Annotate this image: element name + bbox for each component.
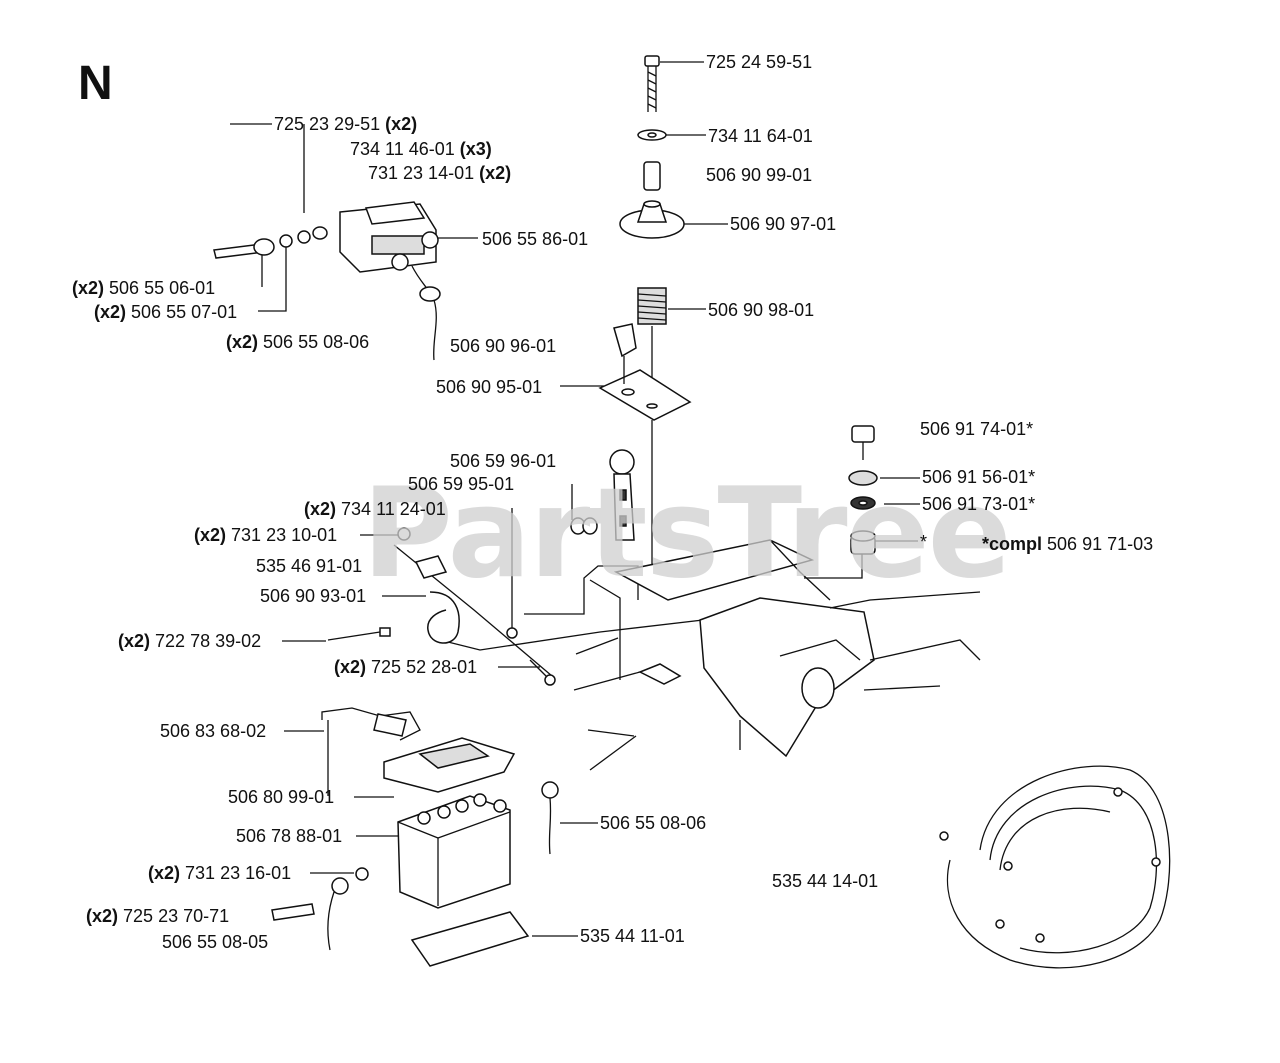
part-label-506-83-68-02[interactable]: 506 83 68-02 (160, 721, 267, 741)
leader-lines (230, 61, 920, 937)
part-label-506-90-97-01[interactable]: 506 90 97-01 (730, 214, 837, 234)
part-label-535-44-11-01[interactable]: 535 44 11-01 (580, 926, 685, 946)
solenoid-assembly (213, 201, 441, 361)
part-label-506-55-08-06-x2[interactable]: (x2) 506 55 08-06 (226, 332, 370, 352)
part-label-asterisk[interactable]: * (920, 532, 928, 552)
part-label-506-91-56-01[interactable]: 506 91 56-01* (922, 467, 1036, 487)
part-label-725-52-28-01[interactable]: (x2) 725 52 28-01 (334, 657, 478, 677)
part-label-506-91-73-01[interactable]: 506 91 73-01* (922, 494, 1036, 514)
part-label-506-91-74-01[interactable]: 506 91 74-01* (920, 419, 1034, 439)
chassis-frame (524, 539, 981, 771)
part-label-731-23-10-01[interactable]: (x2) 731 23 10-01 (194, 525, 338, 545)
part-label-506-80-99-01[interactable]: 506 80 99-01 (228, 787, 335, 807)
battery-group (271, 707, 559, 967)
part-label-725-23-29-51[interactable]: 725 23 29-51 (x2) (274, 114, 418, 134)
part-label-734-11-46-01[interactable]: 734 11 46-01 (x3) (350, 139, 492, 159)
part-label-506-55-08-06[interactable]: 506 55 08-06 (600, 813, 707, 833)
part-label-506-90-93-01[interactable]: 506 90 93-01 (260, 586, 367, 606)
part-label-535-46-91-01[interactable]: 535 46 91-01 (256, 556, 363, 576)
wire-harness (939, 765, 1171, 969)
part-label-506-59-95-01[interactable]: 506 59 95-01 (408, 474, 515, 494)
key-switch-parts (848, 425, 878, 555)
part-label-506-55-86-01[interactable]: 506 55 86-01 (482, 229, 589, 249)
ignition-column-parts (598, 55, 692, 566)
part-label-731-23-14-01[interactable]: 731 23 14-01 (x2) (368, 163, 512, 183)
part-label-506-78-88-01[interactable]: 506 78 88-01 (236, 826, 343, 846)
part-label-731-23-16-01[interactable]: (x2) 731 23 16-01 (148, 863, 292, 883)
lever-parts (327, 449, 635, 686)
part-label-506-90-98-01[interactable]: 506 90 98-01 (708, 300, 815, 320)
part-label-506-91-71-03-kit[interactable]: *compl 506 91 71-03 (982, 534, 1154, 554)
section-letter: N (78, 57, 113, 110)
part-label-506-55-06-01[interactable]: (x2) 506 55 06-01 (72, 278, 216, 298)
watermark: PartsTree (362, 462, 1012, 606)
part-label-734-11-24-01[interactable]: (x2) 734 11 24-01 (304, 499, 446, 519)
part-label-722-78-39-02[interactable]: (x2) 722 78 39-02 (118, 631, 262, 651)
part-label-506-90-96-01[interactable]: 506 90 96-01 (450, 336, 557, 356)
part-label-506-90-99-01[interactable]: 506 90 99-01 (706, 165, 813, 185)
part-label-506-55-08-05[interactable]: 506 55 08-05 (162, 932, 269, 952)
part-label-725-24-59-51[interactable]: 725 24 59-51 (706, 52, 813, 72)
part-label-506-55-07-01[interactable]: (x2) 506 55 07-01 (94, 302, 238, 322)
part-label-535-44-14-01[interactable]: 535 44 14-01 (772, 871, 879, 891)
part-label-725-23-70-71[interactable]: (x2) 725 23 70-71 (86, 906, 230, 926)
part-label-734-11-64-01[interactable]: 734 11 64-01 (708, 126, 813, 146)
part-label-506-90-95-01[interactable]: 506 90 95-01 (436, 377, 543, 397)
part-label-506-59-96-01[interactable]: 506 59 96-01 (450, 451, 557, 471)
